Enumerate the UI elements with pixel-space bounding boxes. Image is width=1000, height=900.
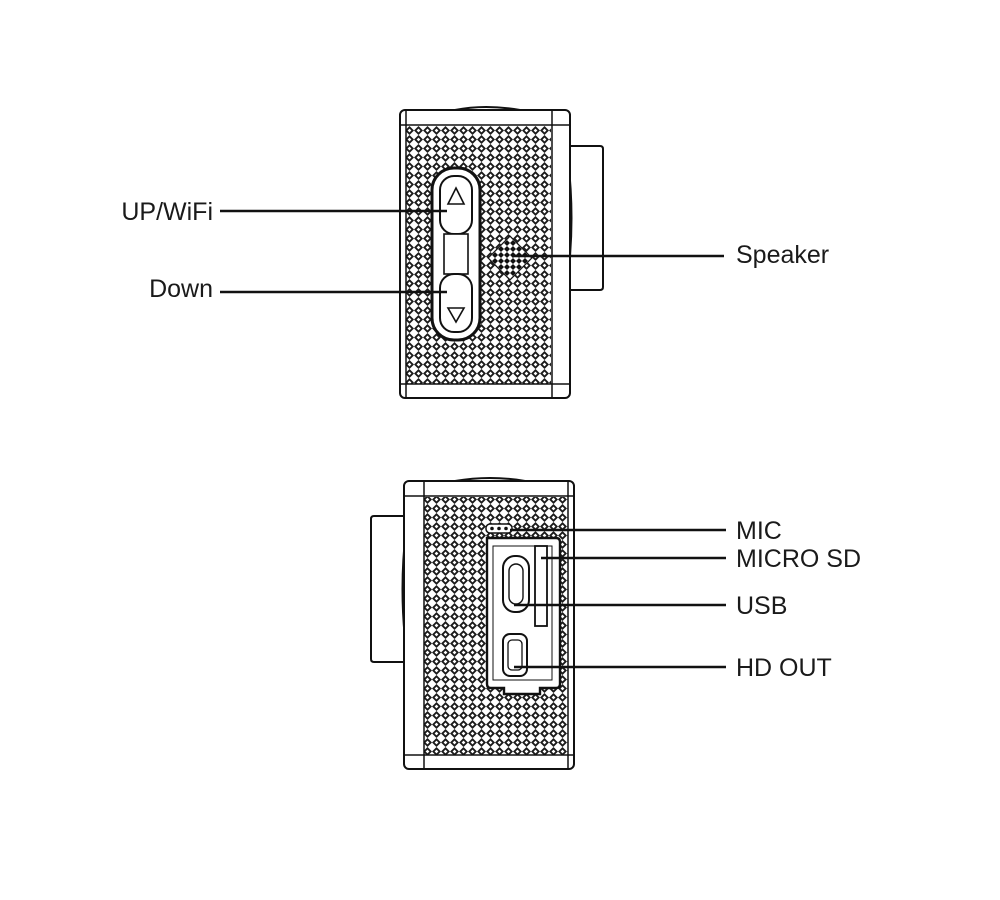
mic-hole bbox=[504, 526, 508, 531]
camera-port-side-view: MIC MICRO SD USB HD OUT bbox=[370, 477, 861, 770]
lens-barrel bbox=[568, 145, 604, 291]
button-divider bbox=[443, 233, 469, 275]
camera-button-side-view: UP/WiFi Down Speaker bbox=[121, 106, 829, 399]
hd-out-label: HD OUT bbox=[736, 654, 832, 682]
speaker-label: Speaker bbox=[736, 241, 829, 269]
mic-hole bbox=[497, 526, 501, 531]
up-wifi-label: UP/WiFi bbox=[121, 198, 213, 226]
down-arrow-icon bbox=[446, 307, 466, 324]
usb-label: USB bbox=[736, 592, 787, 620]
up-arrow-icon bbox=[446, 186, 466, 205]
up-wifi-button[interactable] bbox=[439, 175, 473, 235]
down-button[interactable] bbox=[439, 273, 473, 333]
micro-sd-label: MICRO SD bbox=[736, 545, 861, 573]
lens-barrel bbox=[370, 515, 406, 663]
mic-hole bbox=[490, 526, 494, 531]
down-label: Down bbox=[149, 275, 213, 303]
speaker-grille bbox=[487, 235, 533, 281]
mic-label: MIC bbox=[736, 517, 782, 545]
hd-out-port-inner bbox=[507, 639, 523, 671]
hd-out-port[interactable] bbox=[502, 633, 528, 677]
port-panel-inner bbox=[492, 545, 553, 681]
